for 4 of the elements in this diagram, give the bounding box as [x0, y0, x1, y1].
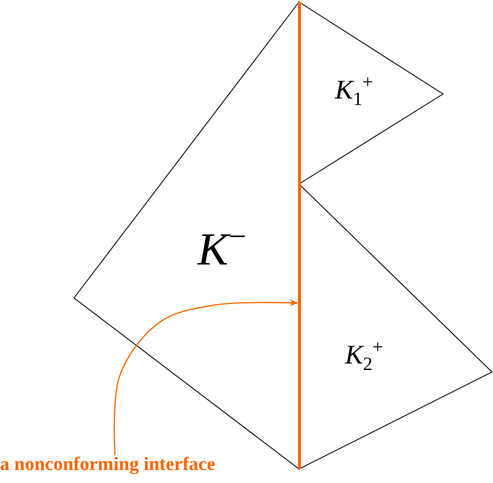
leader-arrow	[114, 299, 298, 456]
annotation-label: a nonconforming interface	[0, 455, 216, 474]
interface-line	[298, 2, 300, 469]
region-label: K$^{−}$	[198, 220, 246, 272]
